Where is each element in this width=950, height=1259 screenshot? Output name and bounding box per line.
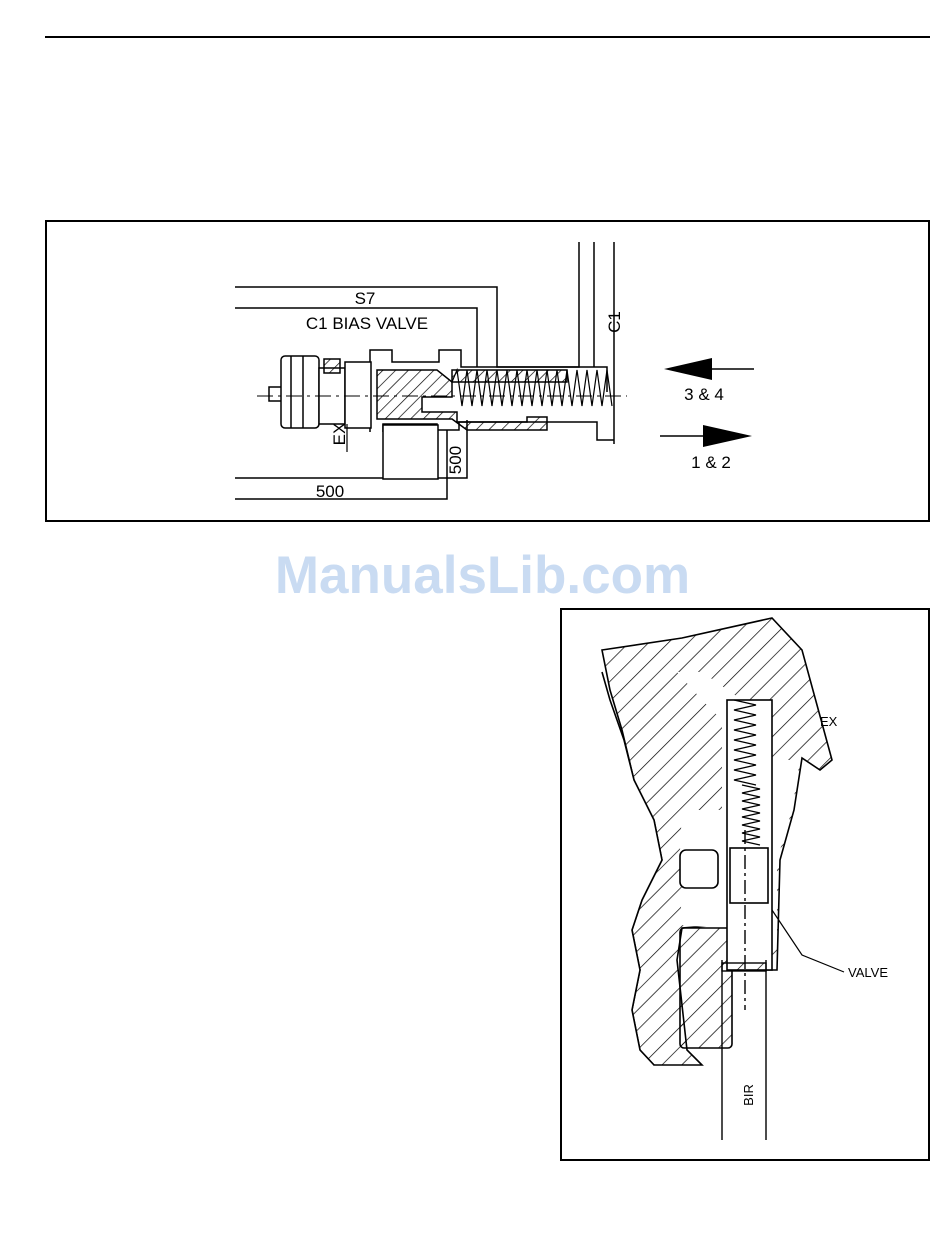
- port-500-vertical-label: 500: [446, 446, 465, 474]
- valve-section-figure: EX VALVE BIR: [560, 608, 930, 1161]
- arrow-left: [664, 358, 754, 380]
- bir-label: BIR: [741, 1084, 756, 1106]
- ex-label: EX: [820, 714, 838, 729]
- arrow-right: [660, 425, 752, 447]
- valve-section-diagram: EX VALVE BIR: [562, 610, 928, 1159]
- c1-bias-valve-diagram: S7 C1 BIAS VALVE C1 EX 500 500 3 & 4 1 &…: [47, 222, 928, 520]
- watermark: ManualsLib.com: [0, 545, 950, 606]
- c1-label: C1: [605, 311, 624, 333]
- s7-label: S7: [355, 289, 376, 308]
- arrow-right-label: 1 & 2: [691, 453, 731, 472]
- port-500-bottom-label: 500: [316, 482, 344, 501]
- arrow-left-label: 3 & 4: [684, 385, 724, 404]
- header-rule: [45, 36, 930, 38]
- end-plug: [269, 356, 371, 428]
- valve-title: C1 BIAS VALVE: [306, 314, 428, 333]
- ex-label: EX: [330, 423, 349, 446]
- valve-leader: [772, 910, 844, 972]
- valve-label: VALVE: [848, 965, 888, 980]
- c1-bias-valve-figure: S7 C1 BIAS VALVE C1 EX 500 500 3 & 4 1 &…: [45, 220, 930, 522]
